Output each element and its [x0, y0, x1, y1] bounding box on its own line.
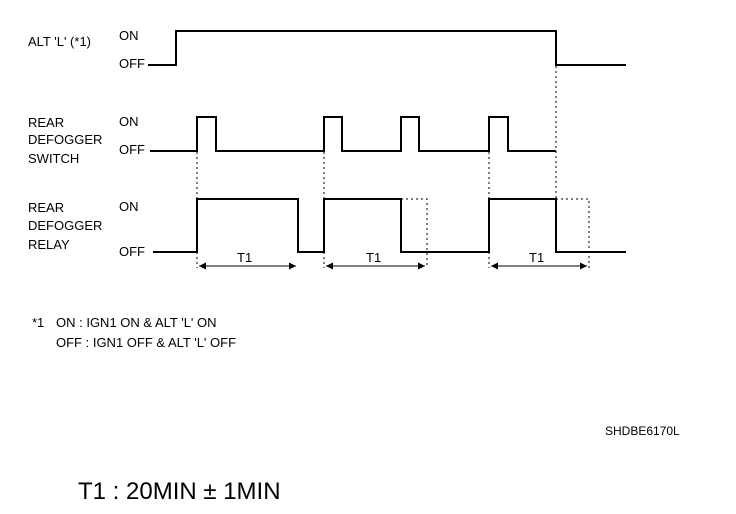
t1-label: T1	[529, 250, 544, 265]
switch-waveform	[150, 116, 556, 152]
signal-name-switch-line1: REAR	[28, 115, 64, 130]
switch-on-label: ON	[119, 114, 139, 129]
t1-definition: T1 : 20MIN ± 1MIN	[78, 478, 281, 505]
footnote-marker: *1	[32, 315, 45, 330]
footnote-line1: ON : IGN1 ON & ALT 'L' ON	[56, 315, 217, 330]
switch-off-label: OFF	[119, 142, 145, 157]
t1-label: T1	[237, 250, 252, 265]
figure-code: SHDBE6170L	[605, 424, 680, 438]
signal-name-relay-line3: RELAY	[28, 237, 70, 252]
relay-on-label: ON	[119, 199, 139, 214]
signal-name-relay-line2: DEFOGGER	[28, 218, 102, 233]
alt-on-label: ON	[119, 28, 139, 43]
dotted-t1-extension	[556, 198, 590, 268]
alt-l-waveform	[148, 30, 626, 66]
signal-name-relay-line1: REAR	[28, 200, 64, 215]
alt-off-label: OFF	[119, 56, 145, 71]
t1-label: T1	[366, 250, 381, 265]
relay-waveform	[153, 198, 626, 253]
relay-off-label: OFF	[119, 244, 145, 259]
signal-name-switch-line3: SWITCH	[28, 151, 79, 166]
signal-name-alt-l: ALT 'L' (*1)	[28, 34, 91, 49]
footnote-line2: OFF : IGN1 OFF & ALT 'L' OFF	[56, 335, 237, 350]
dotted-t1-extension	[401, 198, 428, 268]
signal-name-switch-line2: DEFOGGER	[28, 132, 102, 147]
